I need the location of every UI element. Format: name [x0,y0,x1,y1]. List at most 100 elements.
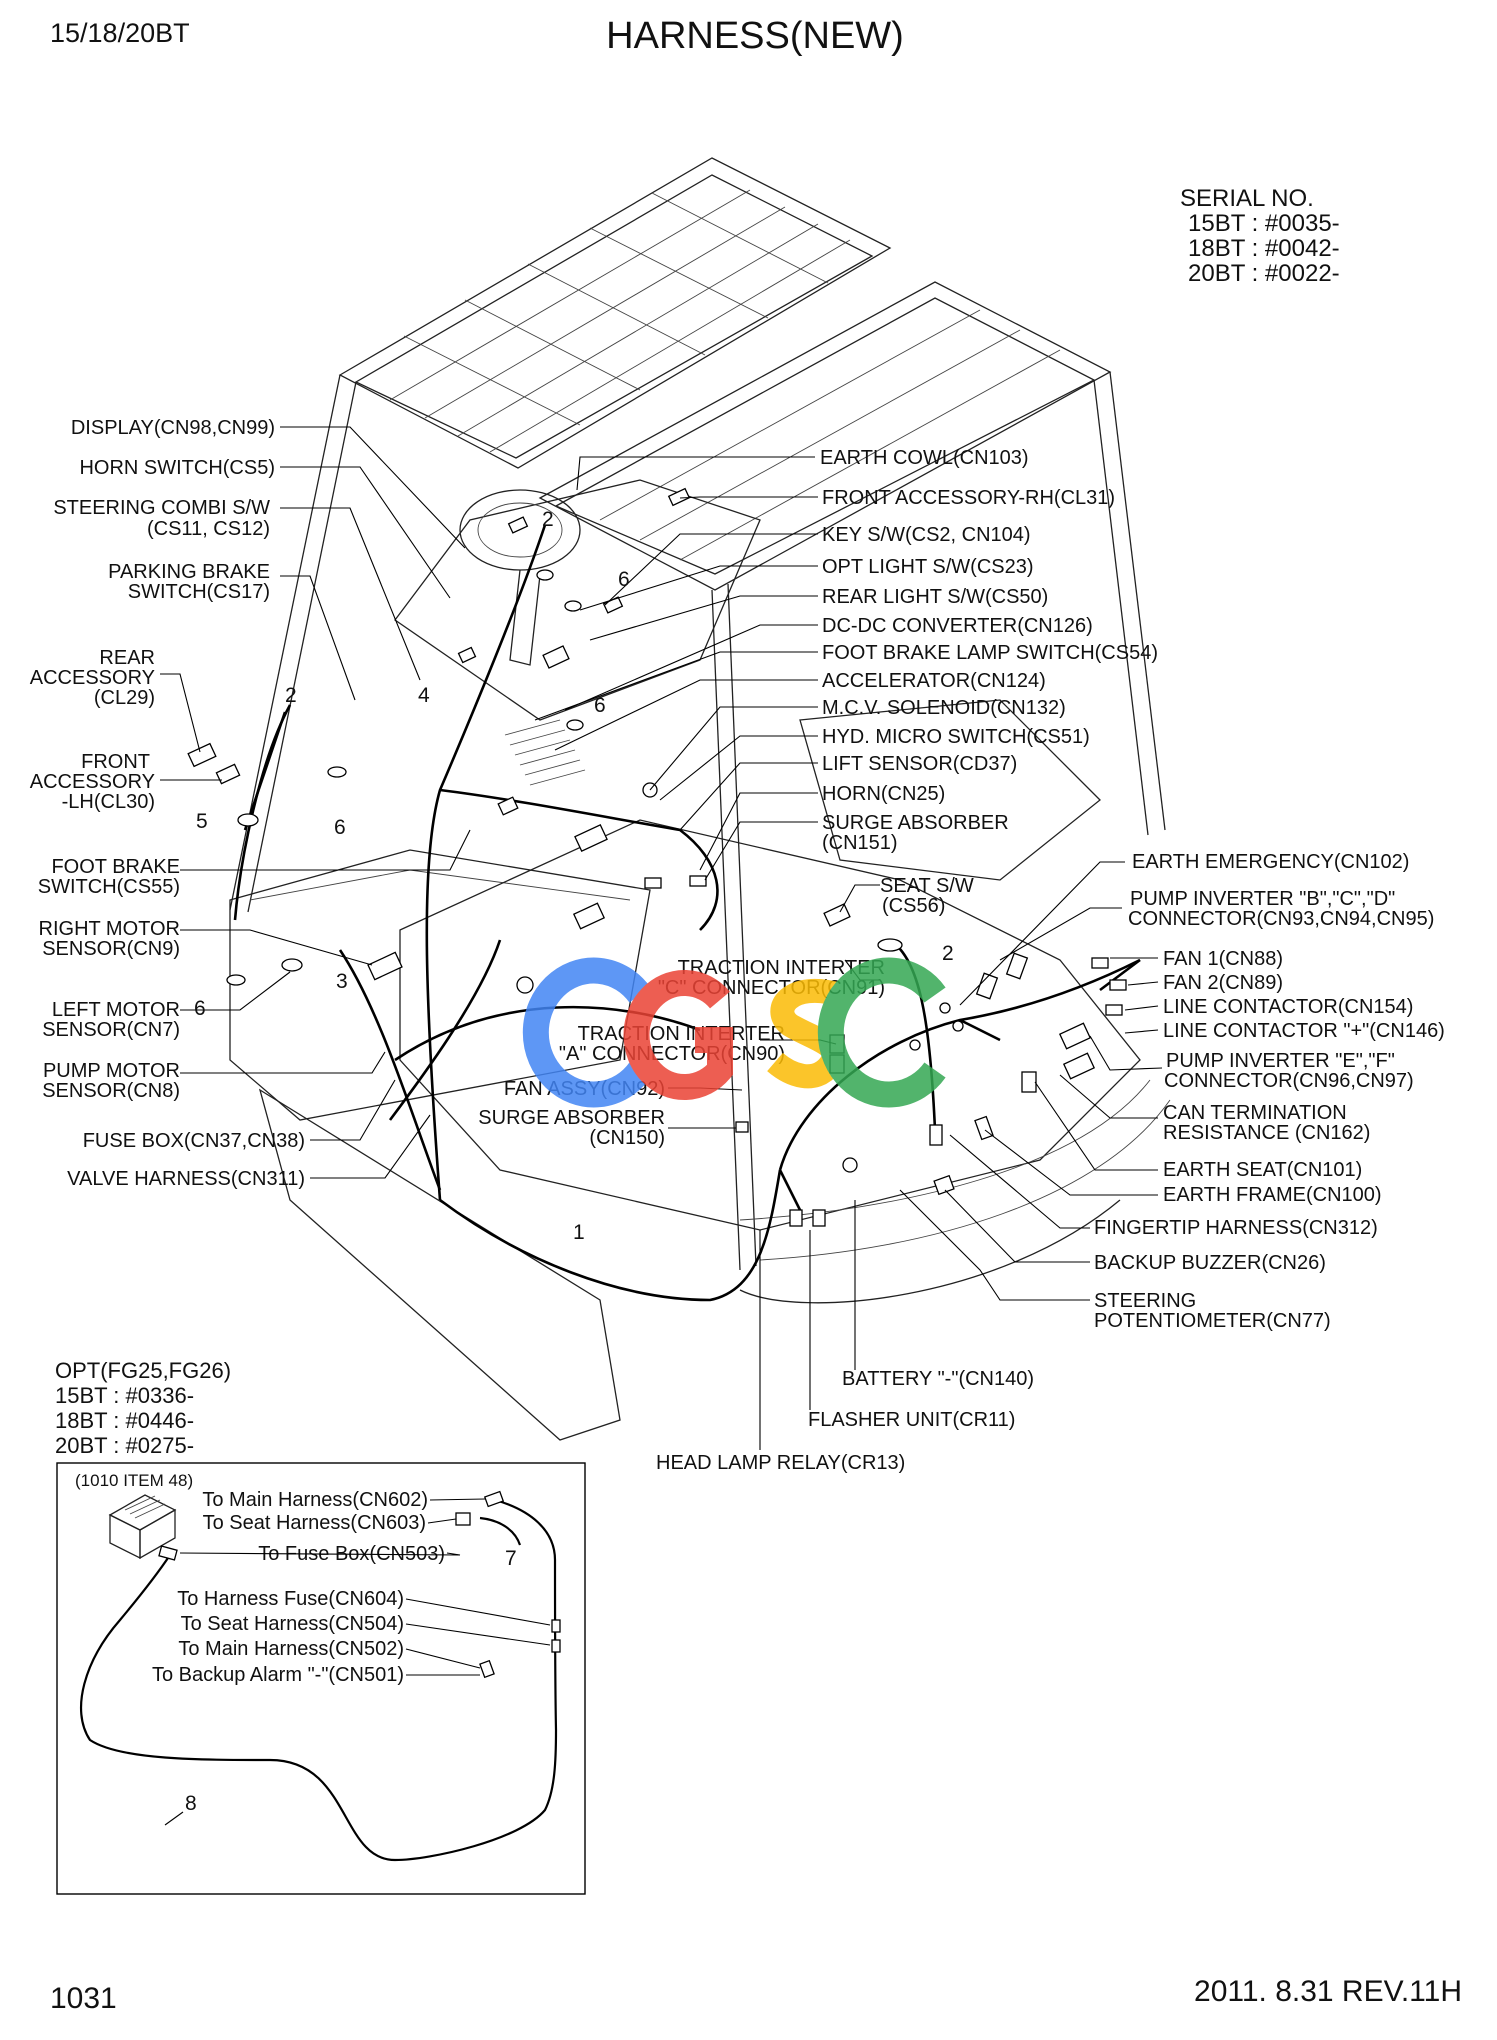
label-hyd-micro-switch: HYD. MICRO SWITCH(CS51) [822,726,1090,748]
revision-date: 2011. 8.31 REV.11H [1194,1975,1462,2008]
label-fan-1: FAN 1(CN88) [1163,948,1283,970]
label-accelerator: ACCELERATOR(CN124) [822,670,1046,692]
option-line: OPT(FG25,FG26) [55,1358,231,1383]
label-line-contactor-plus: LINE CONTACTOR "+"(CN146) [1163,1020,1445,1042]
option-line: 20BT : #0275- [55,1433,194,1458]
label-traction-inverter-a: TRACTION INTERTER [578,1023,785,1045]
label-pump-motor-sensor-code: SENSOR(CN8) [42,1080,180,1102]
label-horn-switch: HORN SWITCH(CS5) [79,457,275,479]
label-front-accessory-lh-code: -LH(CL30) [62,791,155,813]
label-rear-light-switch: REAR LIGHT S/W(CS50) [822,586,1048,608]
label-valve-harness: VALVE HARNESS(CN311) [67,1168,305,1190]
label-earth-cowl: EARTH COWL(CN103) [820,447,1029,469]
option-item-ref: (1010 ITEM 48) [75,1471,193,1490]
label-pump-inverter-bcd-code: CONNECTOR(CN93,CN94,CN95) [1128,908,1434,930]
option-label: To Harness Fuse(CN604) [177,1588,404,1610]
label-seat-switch: SEAT S/W [880,875,974,897]
option-label: To Main Harness(CN602) [202,1489,428,1511]
label-front-accessory-lh-2: ACCESSORY [30,771,155,793]
serial-line: 18BT : #0042- [1188,235,1340,262]
label-steering-potentiometer-code: POTENTIOMETER(CN77) [1094,1310,1331,1332]
bottom-labels: BATTERY "-"(CN140) FLASHER UNIT(CR11) HE… [656,1368,1034,1474]
part-number: 6 [334,816,346,839]
label-flasher-unit: FLASHER UNIT(CR11) [808,1409,1015,1431]
serial-block: SERIAL NO. 15BT : #0035- 18BT : #0042- 2… [1180,185,1340,287]
serial-line: 20BT : #0022- [1188,260,1340,287]
left-labels: DISPLAY(CN98,CN99) HORN SWITCH(CS5) STEE… [30,417,305,1190]
label-traction-inverter-a-code: "A" CONNECTOR(CN90) [559,1043,785,1065]
label-dc-dc-converter: DC-DC CONVERTER(CN126) [822,615,1093,637]
label-surge-absorber-151: SURGE ABSORBER [822,812,1009,834]
forklift-outline [229,157,1171,1441]
far-right-labels: EARTH EMERGENCY(CN102) PUMP INVERTER "B"… [1094,851,1445,1332]
option-line: 18BT : #0446- [55,1408,194,1433]
label-pump-inverter-ef-code: CONNECTOR(CN96,CN97) [1164,1070,1414,1092]
part-number: 3 [336,970,348,993]
part-number: 6 [618,568,630,591]
label-mcv-solenoid: M.C.V. SOLENOID(CN132) [822,697,1066,719]
option-label: To Main Harness(CN502) [178,1638,404,1660]
label-can-termination: CAN TERMINATION [1163,1102,1347,1124]
label-foot-brake-lamp-switch: FOOT BRAKE LAMP SWITCH(CS54) [822,642,1158,664]
label-key-switch: KEY S/W(CS2, CN104) [822,524,1031,546]
part-number: 4 [418,684,430,707]
watermark-logo [522,957,946,1108]
label-front-accessory-rh: FRONT ACCESSORY-RH(CL31) [822,487,1115,509]
label-seat-switch-code: (CS56) [882,895,945,917]
label-steering-combi: STEERING COMBI S/W [53,497,270,519]
label-pump-motor-sensor: PUMP MOTOR [43,1060,180,1082]
label-fan-2: FAN 2(CN89) [1163,972,1283,994]
relay-box-icon [108,1494,177,1560]
label-surge-absorber-151-code: (CN151) [822,832,898,854]
drawing-title: HARNESS(NEW) [606,15,904,57]
part-number: 2 [285,684,297,707]
label-right-motor-sensor: RIGHT MOTOR [39,918,180,940]
label-lift-sensor: LIFT SENSOR(CD37) [822,753,1017,775]
right-labels: EARTH COWL(CN103) FRONT ACCESSORY-RH(CL3… [820,447,1158,854]
option-part-number: 8 [185,1792,197,1815]
label-fuse-box: FUSE BOX(CN37,CN38) [83,1130,305,1152]
option-line: 15BT : #0336- [55,1383,194,1408]
option-info: OPT(FG25,FG26) 15BT : #0336- 18BT : #044… [55,1358,231,1458]
label-opt-light-switch: OPT LIGHT S/W(CS23) [822,556,1034,578]
label-rear-accessory-code: (CL29) [94,687,155,709]
part-number: 2 [542,508,554,531]
label-fingertip-harness: FINGERTIP HARNESS(CN312) [1094,1217,1378,1239]
label-pump-inverter-bcd: PUMP INVERTER "B","C","D" [1130,888,1395,910]
label-earth-frame: EARTH FRAME(CN100) [1163,1184,1382,1206]
label-surge-absorber-150-code: (CN150) [589,1127,665,1149]
label-pump-inverter-ef: PUMP INVERTER "E","F" [1166,1050,1395,1072]
label-backup-buzzer: BACKUP BUZZER(CN26) [1094,1252,1326,1274]
model-number: 15/18/20BT [50,18,190,48]
part-number: 2 [942,942,954,965]
label-parking-brake: PARKING BRAKE [108,561,270,583]
page-number: 1031 [50,1982,117,2015]
label-foot-brake-switch-code: SWITCH(CS55) [38,876,180,898]
label-traction-inverter-c: TRACTION INTERTER [678,957,885,979]
label-horn: HORN(CN25) [822,783,945,805]
option-detail-box: (1010 ITEM 48) To Main Harness(CN602) To… [56,1462,586,1895]
label-foot-brake-switch: FOOT BRAKE [51,856,180,878]
label-right-motor-sensor-code: SENSOR(CN9) [42,938,180,960]
part-number: 6 [594,694,606,717]
label-display: DISPLAY(CN98,CN99) [71,417,275,439]
option-label: To Seat Harness(CN603) [203,1512,426,1534]
label-steering-potentiometer: STEERING [1094,1290,1196,1312]
part-number: 6 [194,997,206,1020]
label-left-motor-sensor: LEFT MOTOR [52,999,180,1021]
label-front-accessory-lh: FRONT [81,751,150,773]
label-earth-emergency: EARTH EMERGENCY(CN102) [1132,851,1409,873]
serial-line: 15BT : #0035- [1188,210,1340,237]
label-rear-accessory-2: ACCESSORY [30,667,155,689]
serial-heading: SERIAL NO. [1180,185,1314,212]
label-rear-accessory: REAR [99,647,155,669]
label-head-lamp-relay: HEAD LAMP RELAY(CR13) [656,1452,905,1474]
label-steering-combi-code: (CS11, CS12) [147,518,270,540]
option-label: To Backup Alarm "-"(CN501) [152,1664,404,1686]
part-number: 5 [196,810,208,833]
part-callouts: 2 6 4 6 2 5 6 3 6 2 1 [194,508,954,1244]
label-can-termination-code: RESISTANCE (CN162) [1163,1122,1370,1144]
label-left-motor-sensor-code: SENSOR(CN7) [42,1019,180,1041]
